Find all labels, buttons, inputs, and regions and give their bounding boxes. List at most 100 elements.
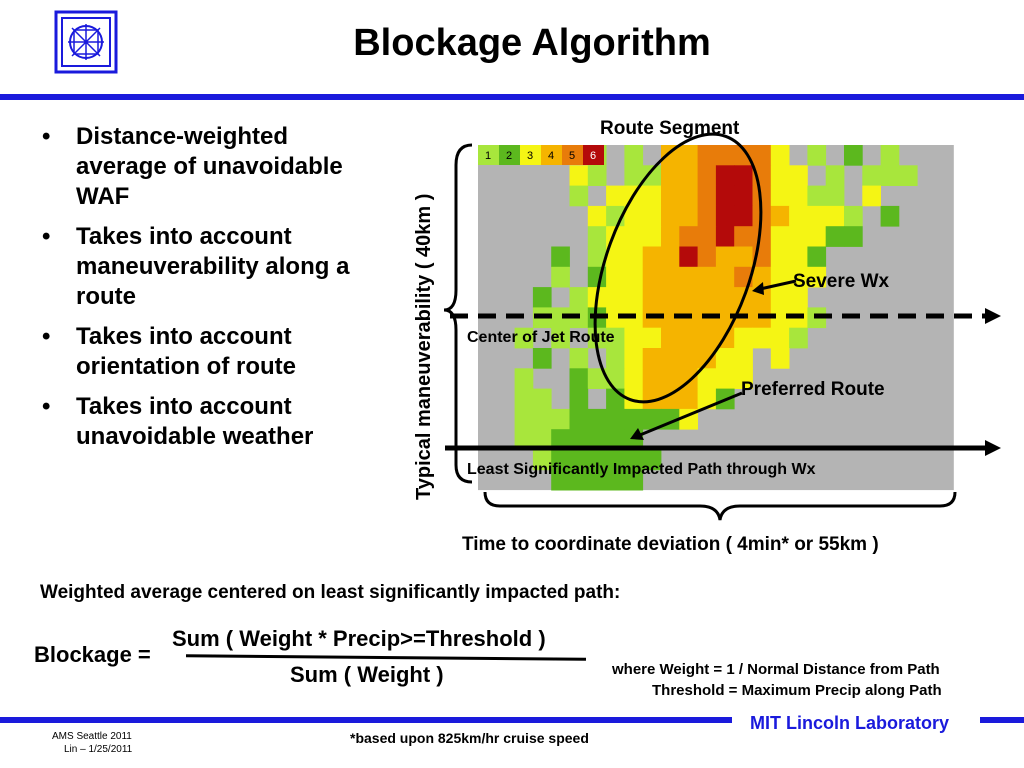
precip-cell [715,266,735,288]
route-segment-ellipse [593,132,763,404]
precip-cell [587,408,607,430]
precip-cell [679,246,698,268]
precip-cell [514,408,534,430]
precip-cell [825,205,845,227]
precip-cell [679,226,698,247]
precip-cell [551,429,570,450]
precip-cell [587,449,607,471]
precip-cell [587,205,607,227]
bullet-text: Takes into account maneuverability along… [76,223,350,310]
legend-swatch [520,145,541,165]
precip-cell [844,205,863,227]
precip-cell [715,226,735,247]
precip-cell [734,226,753,247]
precip-cell [569,469,589,491]
precip-cell [661,348,680,369]
precip-cell [642,388,662,410]
precip-cell [789,226,808,247]
maneuverability-brace [443,143,473,484]
precip-cell [770,226,790,247]
precip-cell [679,388,698,410]
precip-cell [734,368,753,389]
legend-swatch [562,145,583,165]
preferred-arrow [639,391,743,437]
precip-cell [789,287,808,308]
precip-cell [642,266,662,288]
precip-cell [807,145,827,166]
precip-cell [715,368,735,389]
legend-level-label: 3 [527,150,533,162]
precip-cell [697,266,717,288]
precip-cell [624,327,644,349]
precip-cell [807,266,827,288]
least-path-arrowhead [985,440,1001,456]
precip-cell [569,429,589,450]
precip-cell [624,449,644,471]
precip-cell [844,226,863,247]
y-axis-label: Typical maneuverability ( 40km ) [413,194,435,500]
formula-intro: Weighted average centered on least signi… [40,582,621,603]
severe-arrow [759,279,797,291]
precip-cell [770,348,790,369]
precip-cell [862,165,881,186]
precip-cell [606,449,625,471]
precip-cell [697,205,717,227]
legend-swatch [583,145,604,165]
precip-cell [532,388,552,410]
least-path-label: Least Significantly Impacted Path throug… [467,461,816,478]
precip-cell [825,165,845,186]
precip-cell [661,368,680,389]
precip-cell [715,307,735,329]
precip-cell [825,185,845,207]
precip-cell [606,327,625,349]
footer-author-date: Lin – 1/25/2011 [64,744,133,755]
precip-cell [661,226,680,247]
legend-level-label: 4 [548,150,554,162]
precip-cell [587,429,607,450]
legend-swatch [541,145,562,165]
precip-cell [734,246,753,268]
fraction-bar [185,654,587,661]
jet-route-arrowhead [985,308,1001,324]
footnote: *based upon 825km/hr cruise speed [350,730,589,746]
legend-level-label: 5 [569,150,575,162]
precip-cell [770,145,790,166]
precip-cell [624,226,644,247]
precip-cell [752,226,772,247]
precip-cell [789,185,808,207]
bullet-item: •Takes into account maneuverability alon… [42,223,350,310]
precip-cell [532,408,552,430]
precip-cell [734,205,753,227]
precip-cell [569,185,589,207]
precip-cell [606,368,625,389]
precip-cell [752,327,772,349]
precip-cell [606,469,625,491]
mit-ll-logo [54,10,118,74]
legend-level-label: 2 [506,150,512,162]
precip-cell [661,388,680,410]
formula-denominator: Sum ( Weight ) [290,662,444,687]
precip-cell [569,165,589,186]
precip-cell [514,429,534,450]
legend-level-label: 6 [590,150,596,162]
precip-cell [880,165,900,186]
precip-cell [514,327,534,349]
precip-cell [880,145,900,166]
precip-cell [642,327,662,349]
time-brace [483,491,957,521]
precip-cell [624,348,644,369]
precip-cell [825,226,845,247]
weather-grid [478,145,954,491]
precip-cell [624,266,644,288]
precip-cell [569,348,589,369]
precip-cell [624,388,644,410]
precip-cell [642,246,662,268]
precip-cell [807,246,827,268]
precip-cell [642,449,662,471]
precip-cell [697,246,717,268]
precip-cell [679,287,698,308]
precip-cell [789,165,808,186]
precip-cell [697,348,717,369]
precip-cell [661,185,680,207]
precip-cell [862,185,881,207]
